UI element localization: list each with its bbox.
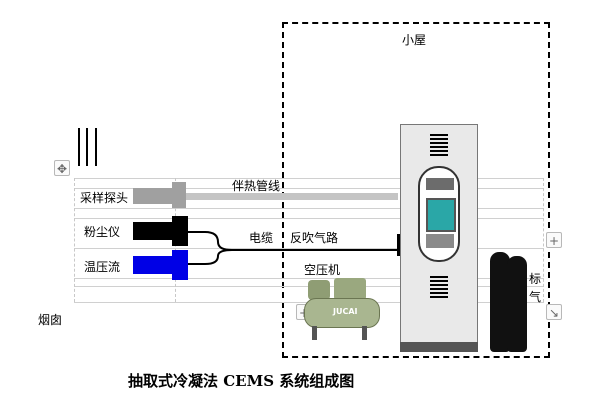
table-hline-2: [74, 188, 544, 189]
analyzer-screen: [426, 198, 456, 232]
compressor-leg-right: [362, 326, 367, 340]
chimney-label: 烟囱: [38, 313, 63, 327]
tpf-block: [133, 256, 175, 274]
cable-lower: [188, 249, 233, 265]
cable-label: 电缆: [249, 231, 274, 245]
room-label: 小屋: [402, 33, 427, 47]
table-resize-handle[interactable]: ↘: [546, 304, 562, 320]
heat-tracing-label: 伴热管线: [232, 179, 281, 193]
sampling-probe-label: 采样探头: [80, 191, 129, 205]
table-hline-6: [74, 278, 544, 279]
standard-gas-label-2: 气: [529, 290, 542, 304]
panel-top-module: [426, 178, 454, 190]
chimney-line-3: [95, 128, 97, 166]
gas-cylinder-1: [490, 252, 510, 352]
cabinet-panel: [418, 166, 460, 262]
air-compressor-label: 空压机: [304, 263, 341, 277]
panel-bottom-module: [426, 234, 454, 248]
sampling-probe-block: [133, 188, 175, 204]
cabinet-base: [400, 342, 478, 352]
tpf-head: [172, 250, 188, 280]
cabinet-top-vent: [430, 134, 448, 158]
cabinet-bottom-vent: [430, 276, 448, 300]
compressor-leg-left: [312, 326, 317, 340]
table-hline-3: [74, 208, 544, 209]
heat-tracing-pipe: [186, 193, 398, 200]
compressor-brand: JUCAI: [333, 307, 358, 316]
table-add-column-button[interactable]: +: [546, 232, 562, 248]
table-hline-5: [74, 248, 544, 249]
chimney-line-1: [78, 128, 80, 166]
air-compressor: JUCAI: [300, 278, 380, 346]
table-hline-4: [74, 218, 544, 219]
compressor-motor: [308, 280, 330, 300]
dust-meter-block: [133, 222, 175, 240]
dust-meter-head: [172, 216, 188, 246]
room-border: [282, 22, 550, 358]
table-move-handle[interactable]: ✥: [54, 160, 70, 176]
table-vline-3: [543, 178, 544, 302]
sampling-probe-head: [172, 182, 186, 208]
table-hline-1: [74, 178, 544, 179]
temp-pressure-flow-label: 温压流: [84, 260, 121, 274]
gas-cylinder-2: [507, 256, 527, 352]
standard-gas-label-1: 标: [529, 272, 542, 286]
compressor-tank: JUCAI: [304, 298, 380, 328]
compressor-pump: [334, 278, 366, 300]
back-purge-label: 反吹气路: [290, 231, 339, 245]
figure-caption: 抽取式冷凝法 CEMS 系统组成图: [128, 372, 355, 390]
chimney-line-2: [86, 128, 88, 166]
dust-meter-label: 粉尘仪: [84, 225, 121, 239]
table-vline-1: [74, 178, 75, 302]
